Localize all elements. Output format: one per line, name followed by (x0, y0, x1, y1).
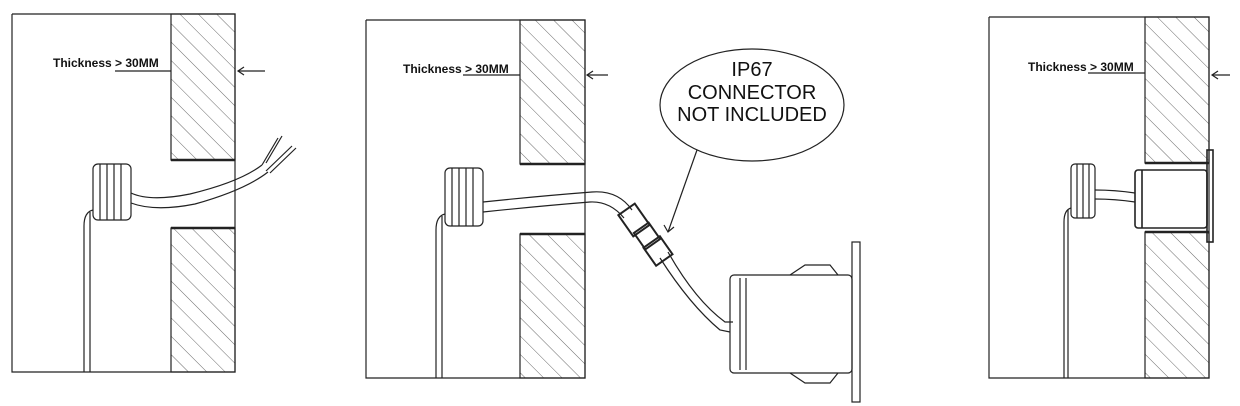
panel-mounted-fixture: Thickness > 30MM (988, 16, 1230, 379)
cable (482, 191, 733, 333)
thickness-label: Thickness > 30MM (53, 56, 159, 70)
wall-section-upper (519, 19, 586, 165)
coil (435, 167, 484, 378)
cable (130, 135, 297, 209)
fixture-body (1134, 149, 1214, 243)
callout-line-3: NOT INCLUDED (677, 104, 827, 126)
driver-housing (729, 241, 861, 403)
callout-line-1: IP67 (731, 59, 772, 81)
coil (1063, 163, 1096, 378)
wall-section-upper (170, 13, 236, 161)
panel-cable-through-wall: Thickness > 30MM (11, 13, 297, 373)
wall-section-lower (1144, 231, 1210, 379)
ip67-connector (616, 202, 674, 268)
cable (1094, 189, 1136, 203)
thickness-arrow (585, 70, 608, 80)
thickness-arrow (1210, 70, 1230, 80)
wall-section-lower (170, 227, 236, 373)
thickness-arrow (236, 66, 265, 76)
panel-with-connector: IP67 CONNECTOR NOT INCLUDED Thickness > … (365, 19, 861, 403)
coil (83, 163, 132, 372)
wall-section-lower (519, 233, 586, 379)
callout-line-2: CONNECTOR (688, 82, 817, 104)
wall-section-upper (1144, 16, 1210, 164)
connector-callout: IP67 CONNECTOR NOT INCLUDED (659, 48, 845, 233)
thickness-label: Thickness > 30MM (403, 62, 509, 76)
thickness-label: Thickness > 30MM (1028, 60, 1134, 74)
